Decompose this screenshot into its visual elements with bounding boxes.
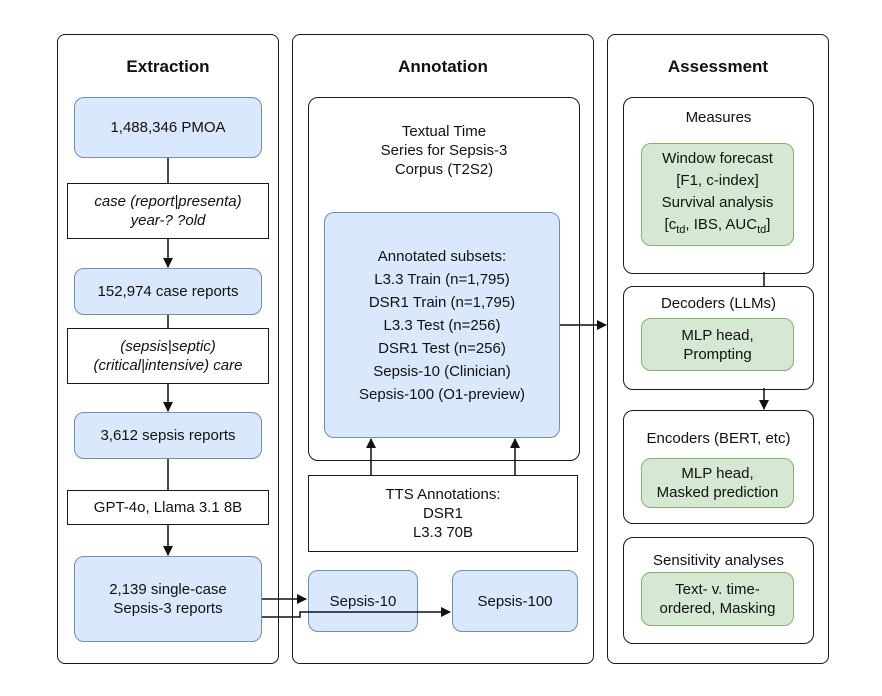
tts-box: TTS Annotations: DSR1 L3.3 70B: [308, 475, 578, 552]
encoders-title: Encoders (BERT, etc): [646, 430, 791, 447]
single-case-line1: 2,139 single-case: [109, 581, 227, 598]
subset-item: Sepsis-100 (O1-preview): [359, 385, 525, 403]
tts-line1: TTS Annotations:: [385, 486, 501, 503]
sepsis-reports-box: 3,612 sepsis reports: [74, 412, 262, 459]
sensitivity-line1: Text- v. time-: [675, 581, 760, 598]
td-subscript: td: [676, 224, 686, 236]
measures-line3: Survival analysis: [661, 194, 774, 211]
measures-title: Measures: [685, 109, 752, 126]
measures-box: Window forecast [F1, c-index] Survival a…: [641, 143, 794, 246]
case-reports-box: 152,974 case reports: [74, 268, 262, 315]
subset-item: DSR1 Train (n=1,795): [368, 293, 516, 311]
corpus-label: Textual Time Series for Sepsis-3 Corpus …: [309, 122, 579, 179]
corpus-line1: Textual Time: [401, 123, 487, 140]
pmoa-box: 1,488,346 PMOA: [74, 97, 262, 158]
subset-item: Sepsis-10 (Clinician): [373, 362, 511, 380]
single-case-line2: Sepsis-3 reports: [113, 600, 223, 617]
query1-box: case (report|presenta) year-? ?old: [67, 183, 269, 239]
query1-line2: year-? ?old: [130, 212, 206, 229]
decoders-line2: Prompting: [683, 345, 752, 363]
assessment-title: Assessment: [667, 57, 769, 76]
query2-box: (sepsis|septic) (critical|intensive) car…: [67, 328, 269, 384]
decoders-line1: MLP head,: [681, 326, 754, 344]
sepsis10-box: Sepsis-10: [308, 570, 418, 632]
annotation-title: Annotation: [398, 57, 488, 76]
decoders-title: Decoders (LLMs): [660, 295, 777, 312]
subsets-heading: Annotated subsets:: [377, 247, 507, 265]
measures-line4-close: ]: [766, 216, 771, 233]
measures-line4-open: [c: [664, 216, 677, 233]
query2-line2: (critical|intensive) care: [93, 357, 243, 374]
subset-item: L3.3 Test (n=256): [383, 316, 501, 334]
encoders-box: MLP head, Masked prediction: [641, 458, 794, 508]
tts-line3: L3.3 70B: [412, 524, 474, 541]
encoders-line1: MLP head,: [681, 465, 754, 482]
td-subscript: td: [757, 224, 767, 236]
corpus-line3: Corpus (T2S2): [394, 161, 494, 178]
sensitivity-title: Sensitivity analyses: [653, 552, 784, 569]
encoders-line2: Masked prediction: [656, 484, 779, 501]
extraction-title: Extraction: [126, 57, 210, 76]
sepsis100-box: Sepsis-100: [452, 570, 578, 632]
subset-item: L3.3 Train (n=1,795): [374, 270, 510, 288]
sensitivity-line2: ordered, Masking: [659, 600, 776, 617]
measures-line1: Window forecast: [662, 150, 773, 167]
query2-line1: (sepsis|septic): [120, 338, 216, 355]
single-case-box: 2,139 single-case Sepsis-3 reports: [74, 556, 262, 642]
sensitivity-box: Text- v. time- ordered, Masking: [641, 572, 794, 626]
subset-item: DSR1 Test (n=256): [378, 339, 506, 357]
measures-line4: [ctd, IBS, AUCtd]: [665, 214, 771, 241]
measures-line4-mid: , IBS, AUC: [685, 216, 758, 233]
models-box: GPT-4o, Llama 3.1 8B: [67, 490, 269, 525]
measures-line2: [F1, c-index]: [676, 172, 759, 189]
tts-line2: DSR1: [422, 505, 463, 522]
decoders-box: MLP head, Prompting: [641, 318, 794, 371]
query1-line1: case (report|presenta): [94, 193, 242, 210]
corpus-line2: Series for Sepsis-3: [380, 142, 508, 159]
subsets-box: Annotated subsets: L3.3 Train (n=1,795) …: [324, 212, 560, 438]
